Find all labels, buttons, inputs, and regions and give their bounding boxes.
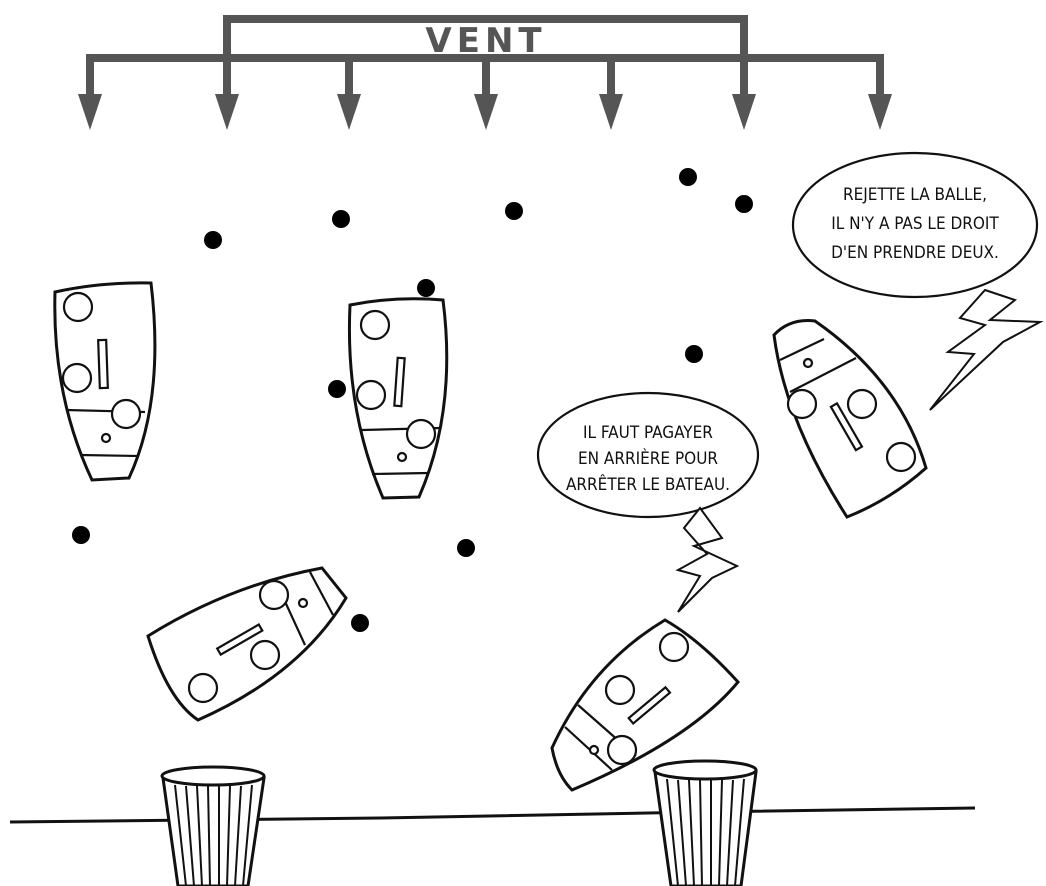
boat-2 (347, 297, 449, 500)
bubble-left-line-2: EN ARRIÈRE POUR (578, 447, 718, 469)
bubble-tail-left (675, 506, 740, 613)
wind-label-bg (420, 24, 552, 54)
ball (417, 279, 435, 297)
boat-1 (53, 281, 157, 482)
ball (685, 345, 703, 363)
speech-bubble-left: IL FAUT PAGAYER EN ARRIÈRE POUR ARRÊTER … (536, 391, 760, 613)
arrow-down-icon (599, 94, 623, 130)
wind-arrowheads (78, 94, 892, 130)
bubble-right-line-3: D'EN PRENDRE DEUX. (831, 243, 999, 263)
boat-5 (550, 618, 740, 792)
balls (72, 168, 889, 632)
arrow-down-icon (474, 94, 498, 130)
ball (332, 210, 350, 228)
boat-3 (146, 566, 348, 722)
ball (457, 539, 475, 557)
bin-left (160, 765, 266, 886)
ball (328, 380, 346, 398)
bubble-right-line-2: IL N'Y A PAS LE DROIT (831, 214, 999, 234)
wind-label: VENT (425, 21, 546, 61)
speech-bubble-right: REJETTE LA BALLE, IL N'Y A PAS LE DROIT … (791, 151, 1044, 411)
floor-line (9, 806, 976, 824)
ball (505, 202, 523, 220)
arrow-down-icon (868, 94, 892, 130)
bubble-tail-right (929, 288, 1044, 411)
wind-arrows (86, 15, 884, 100)
ball (735, 195, 753, 213)
arrow-down-icon (337, 94, 361, 130)
bubble-right-line-1: REJETTE LA BALLE, (843, 185, 987, 205)
boat-4 (772, 319, 928, 519)
bin-right (652, 759, 758, 886)
ball (204, 231, 222, 249)
bubble-left-line-3: ARRÊTER LE BATEAU. (566, 473, 730, 495)
arrow-down-icon (215, 94, 239, 130)
ball (351, 614, 369, 632)
arrow-down-icon (732, 94, 756, 130)
arrow-down-icon (78, 94, 102, 130)
ball (679, 168, 697, 186)
bubble-left-line-1: IL FAUT PAGAYER (583, 423, 713, 443)
ball (72, 526, 90, 544)
